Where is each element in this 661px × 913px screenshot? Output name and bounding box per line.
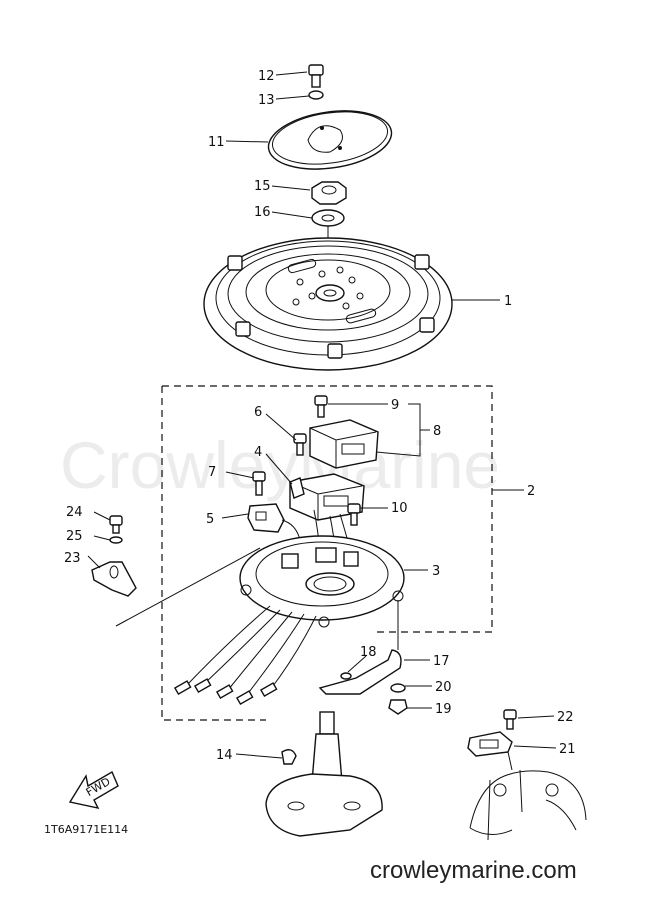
label-3: 3 xyxy=(432,564,440,579)
drawing-code: 1T6A9171E114 xyxy=(44,823,128,836)
label-22: 22 xyxy=(557,710,574,725)
bolt-12 xyxy=(308,64,324,88)
coil-8 xyxy=(309,419,379,469)
label-12: 12 xyxy=(258,69,275,84)
nut-15 xyxy=(311,181,347,205)
screw-7 xyxy=(252,471,266,496)
label-16: 16 xyxy=(254,205,271,220)
washer-25 xyxy=(109,536,123,544)
screw-6 xyxy=(293,433,307,456)
plate-23 xyxy=(91,561,137,597)
label-15: 15 xyxy=(254,179,271,194)
stator-assembly-box xyxy=(161,385,493,721)
crankshaft xyxy=(265,711,383,837)
site-url: crowleymarine.com xyxy=(370,857,577,884)
label-4: 4 xyxy=(254,445,262,460)
watermark: CrowleyMarine xyxy=(60,428,500,502)
wire-harness xyxy=(173,605,317,706)
screw-10 xyxy=(347,503,361,526)
washer-13 xyxy=(308,90,324,100)
label-25: 25 xyxy=(66,529,83,544)
label-17: 17 xyxy=(433,654,450,669)
flywheel-1 xyxy=(203,237,453,371)
label-7: 7 xyxy=(208,465,216,480)
stator-base-3 xyxy=(239,535,405,628)
label-8: 8 xyxy=(433,424,441,439)
label-20: 20 xyxy=(435,680,452,695)
label-2: 2 xyxy=(527,484,535,499)
key-14 xyxy=(281,749,297,765)
ground-lead-17 xyxy=(318,600,402,695)
clip-21 xyxy=(467,731,513,757)
label-18: 18 xyxy=(360,645,377,660)
label-11: 11 xyxy=(208,135,225,150)
screw-22 xyxy=(503,709,517,730)
label-23: 23 xyxy=(64,551,81,566)
bolt-24 xyxy=(109,515,123,534)
leader-lines xyxy=(87,71,557,759)
label-9: 9 xyxy=(391,398,399,413)
label-1: 1 xyxy=(504,294,512,309)
washer-16 xyxy=(311,209,345,227)
cover-plate-11 xyxy=(267,110,393,170)
washer-20 xyxy=(390,683,406,693)
label-6: 6 xyxy=(254,405,262,420)
coil-4 xyxy=(289,473,365,521)
label-21: 21 xyxy=(559,742,576,757)
label-14: 14 xyxy=(216,748,233,763)
screw-19 xyxy=(388,699,408,715)
forward-arrow-icon: FWD xyxy=(68,770,119,809)
label-24: 24 xyxy=(66,505,83,520)
label-5: 5 xyxy=(206,512,214,527)
label-10: 10 xyxy=(391,501,408,516)
clamp-18 xyxy=(340,672,352,680)
label-19: 19 xyxy=(435,702,452,717)
label-13: 13 xyxy=(258,93,275,108)
screw-9 xyxy=(314,395,328,418)
engine-body xyxy=(469,751,587,841)
